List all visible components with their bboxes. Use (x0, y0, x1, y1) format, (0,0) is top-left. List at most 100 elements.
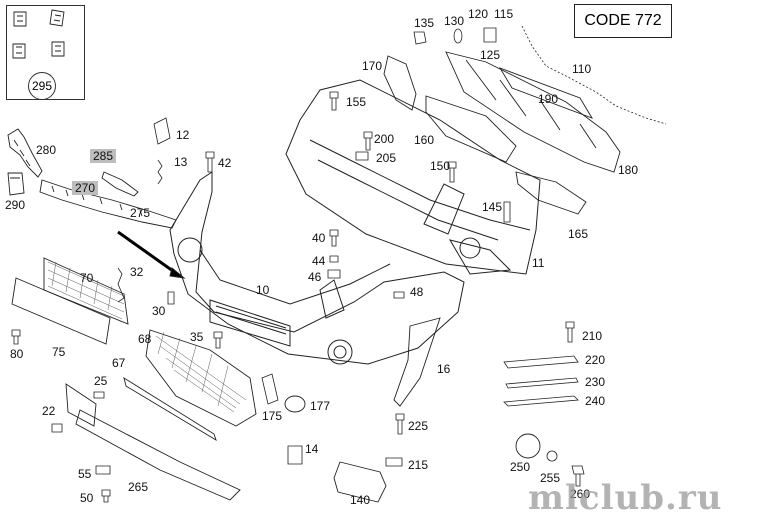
callout-13: 13 (174, 155, 188, 169)
callout-16: 16 (437, 362, 451, 376)
callout-255: 255 (540, 471, 561, 485)
carrier-11-drawing (285, 79, 541, 275)
callout-35: 35 (190, 330, 204, 344)
callout-175: 175 (262, 409, 283, 423)
bolt-80-drawing (11, 329, 21, 345)
strip-220-drawing (503, 355, 579, 369)
callout-46: 46 (308, 270, 322, 284)
strip-230-drawing (505, 377, 579, 389)
callout-150: 150 (430, 159, 451, 173)
callout-40: 40 (312, 231, 326, 245)
clip-55-drawing (95, 465, 111, 475)
callout-180: 180 (618, 163, 639, 177)
spring-13-drawing (157, 159, 163, 185)
callout-55: 55 (78, 467, 92, 481)
bolt-210-drawing (565, 321, 575, 343)
harness-110-drawing (521, 25, 667, 125)
callout-140: 140 (350, 493, 371, 507)
callout-75: 75 (52, 345, 66, 359)
left-bracket-drawing (7, 128, 177, 229)
nut-44-drawing (329, 255, 339, 263)
callout-215: 215 (408, 458, 429, 472)
wire-32-drawing (117, 267, 125, 303)
callout-70: 70 (80, 271, 94, 285)
bolt-48-drawing (393, 291, 405, 299)
bolt-40-drawing (329, 229, 339, 247)
bracket-16-drawing (393, 317, 441, 407)
callout-22: 22 (42, 404, 56, 418)
bolt-150-drawing (447, 161, 457, 183)
trim-175-drawing (261, 373, 279, 405)
clip-14-drawing (287, 445, 303, 465)
callout-165: 165 (568, 227, 589, 241)
bolt-35-drawing (213, 331, 223, 349)
callout-10: 10 (256, 283, 270, 297)
callout-210: 210 (582, 329, 603, 343)
grille-70-mesh (47, 261, 125, 320)
callout-32: 32 (130, 265, 144, 279)
grille-68-mesh (155, 331, 247, 413)
clip-25-drawing (93, 391, 105, 399)
clip-12-drawing (153, 117, 171, 145)
nut-46-drawing (327, 269, 341, 279)
callout-260: 260 (570, 487, 591, 501)
callout-205: 205 (376, 151, 397, 165)
callout-275: 275 (130, 206, 151, 220)
pointer-arrow (117, 230, 181, 278)
trim-67-drawing (123, 377, 217, 442)
strip-240-drawing (503, 395, 579, 407)
callout-190: 190 (538, 92, 559, 106)
callout-44: 44 (312, 254, 326, 268)
pointer-arrowhead (169, 267, 186, 279)
callout-115: 115 (494, 7, 514, 21)
callout-155: 155 (346, 95, 367, 109)
clip-290-drawing (7, 172, 25, 196)
bolt-155-drawing (329, 91, 339, 111)
callout-240: 240 (585, 394, 606, 408)
callout-135: 135 (414, 16, 435, 30)
callout-200: 200 (374, 132, 395, 146)
sensor-135-drawing (413, 31, 427, 45)
callout-130: 130 (444, 14, 465, 28)
bolt-225-drawing (395, 413, 405, 435)
callout-30: 30 (152, 304, 166, 318)
bolt-145-drawing (503, 201, 511, 223)
callout-11: 11 (532, 256, 545, 270)
bolt-22-drawing (51, 423, 63, 433)
callout-250: 250 (510, 460, 531, 474)
callout-14: 14 (305, 442, 319, 456)
callout-280: 280 (36, 143, 57, 157)
part-250-drawing (515, 433, 541, 459)
bracket-22-drawing (65, 383, 97, 427)
equipment-code-box: CODE 772 (574, 4, 672, 38)
nut-205-drawing (355, 151, 369, 161)
bolt-260-drawing (571, 465, 585, 487)
callout-265: 265 (128, 480, 149, 494)
watermark: mlclub.ru (528, 478, 723, 518)
callout-42: 42 (218, 156, 232, 170)
clip-215-drawing (385, 457, 403, 467)
lower-265-drawing (75, 409, 241, 501)
holder-125-drawing (483, 27, 497, 43)
callout-25: 25 (94, 374, 108, 388)
callout-230: 230 (585, 375, 606, 389)
callout-80: 80 (10, 347, 24, 361)
callout-12: 12 (176, 128, 190, 142)
bolt-50-drawing (101, 489, 111, 503)
callout-295: 295 (28, 72, 56, 100)
callout-290: 290 (5, 198, 26, 212)
callout-110: 110 (572, 62, 592, 76)
callout-68: 68 (138, 332, 152, 346)
callout-67: 67 (112, 356, 126, 370)
bolt-200-drawing (363, 131, 373, 151)
callout-160: 160 (414, 133, 435, 147)
callout-285: 285 (90, 149, 117, 163)
callout-125: 125 (480, 48, 501, 62)
callout-225: 225 (408, 419, 429, 433)
cover-75-drawing (11, 277, 111, 345)
bolt-42-drawing (205, 151, 215, 173)
cap-177-drawing (284, 395, 306, 413)
top-beams-drawing (383, 51, 621, 215)
